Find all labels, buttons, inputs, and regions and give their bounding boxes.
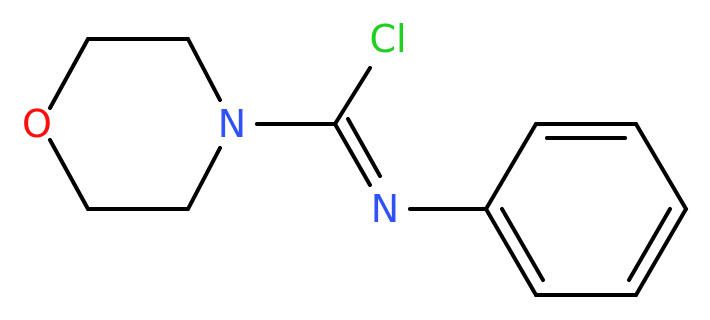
ring-nitrogen-atom-label: N xyxy=(218,102,246,146)
bond-ph-1 xyxy=(484,122,538,211)
phenyl-ring xyxy=(484,122,688,297)
bond-c-cl xyxy=(333,66,372,126)
bond-n-c-lower xyxy=(186,146,222,211)
imine-nitrogen-atom-label: N xyxy=(371,187,399,231)
bond-c-n-double-2 xyxy=(346,117,382,178)
bond-o-c-upper xyxy=(48,37,90,110)
bond-c-n-upper xyxy=(186,37,222,102)
bond-ph-4 xyxy=(634,207,688,297)
bond-ph-3 xyxy=(634,122,688,211)
bond-c-o-lower xyxy=(48,138,90,211)
bond-ph-inner-left xyxy=(500,207,545,282)
oxygen-atom-label: O xyxy=(22,102,52,146)
bond-ph-inner-right xyxy=(627,207,672,282)
morpholine-ring xyxy=(48,37,222,211)
bond-ph-6 xyxy=(484,207,538,297)
imidoyl-chloride-group xyxy=(255,66,488,211)
chlorine-atom-label: Cl xyxy=(369,17,406,61)
bond-c-n-double-1 xyxy=(333,122,372,187)
